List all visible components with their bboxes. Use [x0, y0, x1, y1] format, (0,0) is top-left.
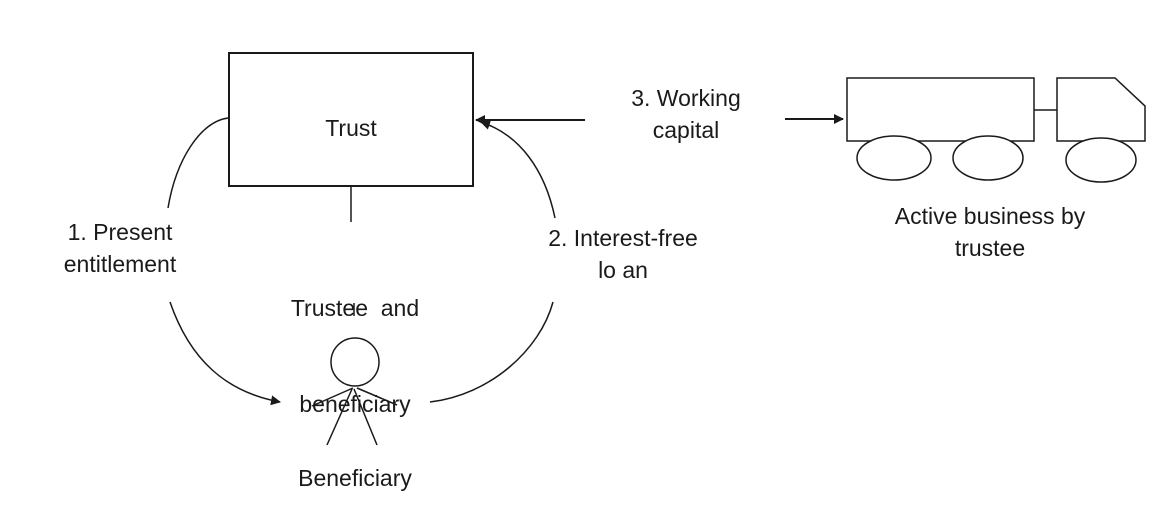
interest-free-loan-label-line-1: 2. Interest-free: [548, 225, 698, 251]
present-entitlement-label-line-1: 1. Present: [67, 219, 173, 245]
beneficiary-label-text: Beneficiary: [298, 465, 412, 491]
interest-free-loan-arrow: [480, 120, 556, 219]
present-entitlement-label: 1. Present entitlement: [40, 216, 200, 280]
trust-label: Trust: [229, 112, 473, 144]
relationship-label-line-1: Trustee and: [290, 295, 420, 321]
present-entitlement-arrow: [169, 301, 281, 406]
beneficiary-label: Beneficiary: [270, 462, 440, 494]
working-capital-label-line-1: 3. Working: [631, 85, 741, 111]
interest-free-loan-arc-bottom: [429, 301, 554, 403]
relationship-label: Trustee and beneficiary: [270, 228, 440, 452]
trust-box: [228, 52, 474, 187]
business-label-line-2: trustee: [954, 235, 1026, 261]
business-label: Active business by trustee: [860, 200, 1120, 264]
working-capital-label-line-2: capital: [652, 117, 720, 143]
business-label-line-1: Active business by: [894, 203, 1086, 229]
present-entitlement-label-line-2: entitlement: [63, 251, 177, 277]
trust-label-text: Trust: [325, 115, 377, 141]
interest-free-loan-label-line-2: lo an: [598, 257, 648, 283]
working-capital-label: 3. Working capital: [596, 82, 776, 146]
present-entitlement-arc-top: [167, 117, 229, 209]
truck-icon: [846, 77, 1146, 183]
beneficiary-person-icon: [311, 337, 398, 446]
interest-free-loan-label: 2. Interest-free lo an: [528, 222, 718, 286]
relationship-label-line-2: beneficiary: [299, 391, 411, 417]
